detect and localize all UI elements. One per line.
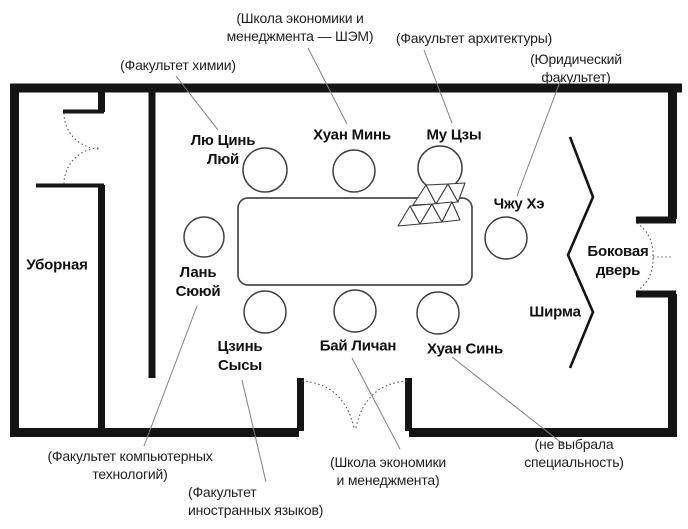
screen-label: Ширма (529, 303, 581, 321)
name-label-huan-sin: Хуан Синь (426, 340, 504, 358)
restroom-door-leaves (36, 109, 104, 188)
annotation-faculty-computer: (Факультет компьютерных технологий) (47, 448, 213, 482)
name-label-bay-lichan: Бай Личан (319, 337, 397, 355)
chair-lyu-tsin-lyuy (242, 147, 288, 193)
annotation-faculty-shem-bottom: (Школа экономики и менеджмента) (329, 454, 447, 488)
leader-languages (241, 379, 267, 483)
restroom-label: Уборная (26, 256, 88, 274)
annotation-undecided: (не выбрала специальность) (524, 436, 624, 470)
name-label-mu-tszy: Му Цзы (426, 126, 482, 144)
name-label-lan-syuyuy: Лань Сююй (175, 264, 221, 300)
leader-architecture (423, 49, 453, 124)
annotation-faculty-architecture: (Факультет архитектуры) (395, 30, 553, 46)
outer-walls (10, 83, 682, 437)
name-label-lyu-tsin-lyuy: Лю Цинь Люй (190, 132, 256, 168)
screen-zigzag (566, 136, 595, 369)
chair-huan-sin (416, 291, 460, 335)
name-label-tszin-sysy: Цзинь Сысы (217, 338, 263, 374)
leader-computer (143, 305, 198, 447)
chairs (183, 145, 528, 335)
main-door-swing-arcs (301, 380, 408, 429)
annotation-faculty-shem-top: (Школа экономики и менеджмента — ШЭМ) (226, 10, 374, 44)
side-door-label: Боковая дверь (587, 243, 649, 279)
name-label-huan-min: Хуан Минь (313, 126, 391, 144)
annotation-faculty-languages: (Факультет иностранных языков) (188, 484, 324, 518)
side-door-swing-arcs (636, 222, 673, 292)
name-label-chzhu-he: Чжу Хэ (493, 195, 545, 213)
inner-walls (98, 86, 676, 432)
leader-law (516, 78, 562, 197)
annotation-faculty-chemistry: (Факультет химии) (120, 57, 236, 73)
leader-chemistry (175, 75, 219, 131)
restroom-door-swing-arcs (63, 112, 101, 185)
chair-tszin-sysy (243, 290, 287, 334)
leader-undecided (451, 356, 564, 445)
chair-bay-lichan (333, 289, 377, 333)
chair-lan-syuyuy (183, 216, 225, 258)
leader-shem-bottom (351, 357, 401, 450)
chair-huan-min (332, 149, 376, 193)
annotation-faculty-law: (Юридический факультет) (530, 51, 622, 85)
chair-chzhu-he (484, 216, 528, 260)
hatched-marker (397, 182, 466, 227)
leader-shem-top (307, 47, 348, 125)
leader-lines (143, 47, 564, 483)
